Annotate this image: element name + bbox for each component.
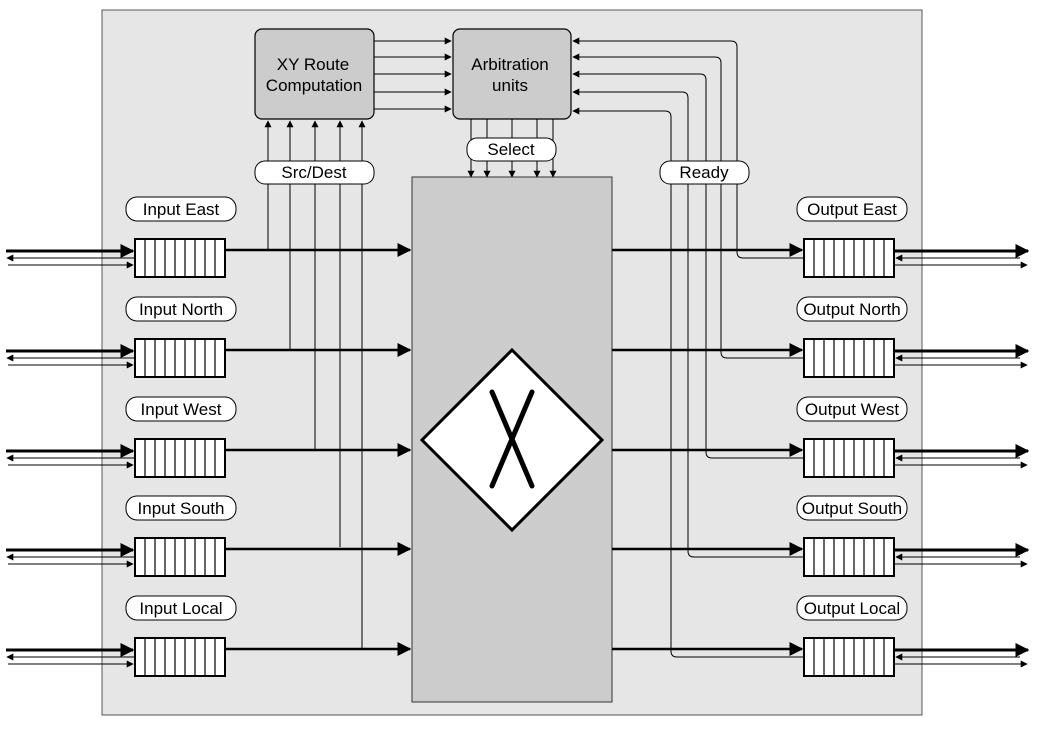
route-label-line2: Computation xyxy=(266,76,362,95)
output-port-row: Output East xyxy=(612,196,1030,278)
route-label-line1: XY Route xyxy=(277,55,349,74)
output-port-label: Output North xyxy=(796,296,908,322)
output-port-label: Output West xyxy=(796,396,908,422)
output-port-label: Output East xyxy=(796,196,908,222)
output-port-label-text: Output East xyxy=(807,200,897,219)
output-port-label-text: Output South xyxy=(802,499,902,518)
input-port-label-text: Input East xyxy=(143,200,220,219)
input-port-label-text: Input Local xyxy=(139,599,222,618)
svg-text:Ready: Ready xyxy=(679,163,729,182)
ready-signal-label: Ready xyxy=(659,160,750,185)
output-port-row: Output South xyxy=(612,495,1030,577)
input-port-row: Input North xyxy=(6,296,412,378)
crossbar-symbol xyxy=(419,347,605,533)
output-buffer xyxy=(803,338,895,378)
output-port-row: Output North xyxy=(612,296,1030,378)
input-buffer xyxy=(134,438,226,478)
output-buffer xyxy=(803,438,895,478)
output-port-row: Output West xyxy=(612,396,1030,478)
input-port-label-text: Input South xyxy=(138,499,225,518)
input-port-label-text: Input West xyxy=(141,400,222,419)
arbitration-units-block: Arbitration units xyxy=(452,28,572,120)
output-port-label-text: Output West xyxy=(805,400,899,419)
output-port-row: Output Local xyxy=(612,595,1030,677)
input-port-row: Input South xyxy=(6,495,412,577)
svg-text:Select: Select xyxy=(487,140,535,159)
input-port-row: Input East xyxy=(6,196,412,278)
input-buffer xyxy=(134,537,226,577)
output-buffer xyxy=(803,537,895,577)
input-port-row: Input West xyxy=(6,396,412,478)
input-port-label: Input Local xyxy=(125,595,237,621)
input-buffer xyxy=(134,238,226,278)
output-port-label: Output Local xyxy=(796,595,908,621)
output-port-label-text: Output North xyxy=(803,300,900,319)
xy-route-computation-block: XY Route Computation xyxy=(254,28,375,120)
input-port-label: Input South xyxy=(125,495,237,521)
ready-lines xyxy=(572,37,804,658)
output-port-label: Output South xyxy=(796,495,908,521)
output-buffer xyxy=(803,637,895,677)
route-to-arbitration-arrows xyxy=(374,37,452,113)
input-buffer xyxy=(134,338,226,378)
input-port-label: Input West xyxy=(125,396,237,422)
arbitration-label-line1: Arbitration xyxy=(471,55,548,74)
input-buffer xyxy=(134,637,226,677)
output-port-label-text: Output Local xyxy=(804,599,900,618)
input-port-label: Input North xyxy=(125,296,237,322)
input-port-row: Input Local xyxy=(6,595,412,677)
input-port-label: Input East xyxy=(125,196,237,222)
select-signal-label: Select xyxy=(466,137,557,162)
arbitration-label-line2: units xyxy=(492,76,528,95)
input-port-label-text: Input North xyxy=(139,300,223,319)
output-buffer xyxy=(803,238,895,278)
svg-text:Src/Dest: Src/Dest xyxy=(281,163,346,182)
src-dest-signal-label: Src/Dest xyxy=(254,160,375,185)
